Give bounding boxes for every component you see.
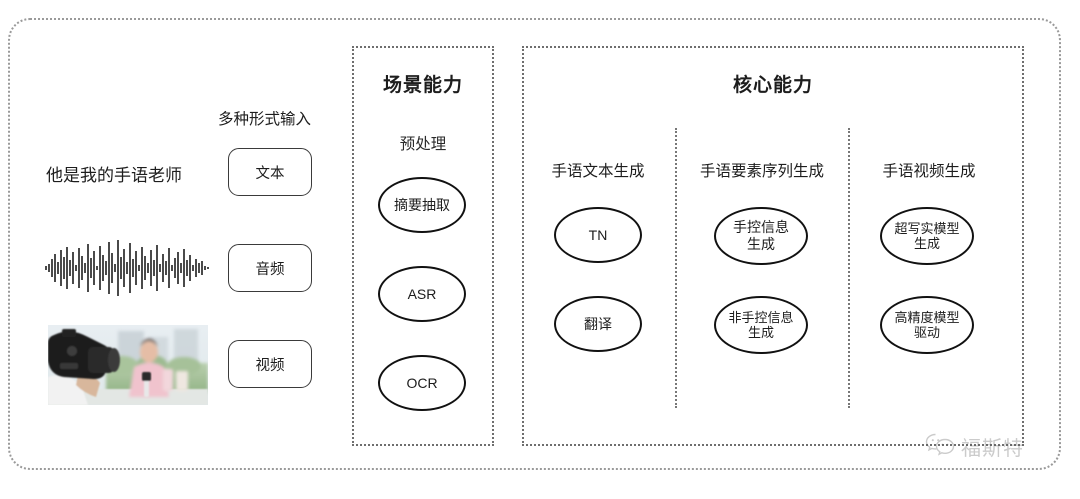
core-column-heading-text-generation: 手语文本生成	[551, 163, 645, 180]
input-mode-text[interactable]: 文本	[228, 148, 312, 196]
core-column-divider-1	[675, 128, 677, 408]
core-column-heading-video-generation: 手语视频生成	[882, 163, 976, 180]
core-node-manual-info-generation[interactable]: 手控信息 生成	[714, 207, 808, 265]
core-node-tn[interactable]: TN	[554, 207, 642, 263]
watermark-text: 福斯特	[961, 436, 1024, 460]
core-node-high-precision-model-driving-label: 高精度模型 驱动	[894, 309, 960, 340]
core-capability-panel: 核心能力	[522, 46, 1024, 446]
input-mode-audio[interactable]: 音频	[228, 244, 312, 292]
core-column-divider-2	[848, 128, 850, 408]
sample-text: 他是我的手语老师	[46, 166, 182, 185]
core-node-translation[interactable]: 翻译	[554, 296, 642, 352]
scene-node-asr-label: ASR	[407, 285, 437, 302]
scene-node-summary-extraction[interactable]: 摘要抽取	[378, 177, 466, 233]
core-node-high-precision-model-driving[interactable]: 高精度模型 驱动	[880, 296, 974, 354]
outer-frame	[8, 18, 1061, 470]
video-thumbnail	[48, 325, 208, 405]
core-node-manual-info-generation-label: 手控信息 生成	[733, 219, 789, 252]
scene-panel-subtitle: 预处理	[399, 136, 447, 153]
input-mode-video[interactable]: 视频	[228, 340, 312, 388]
scene-node-summary-extraction-label: 摘要抽取	[394, 196, 450, 213]
core-node-tn-label: TN	[588, 226, 608, 243]
scene-panel-title: 场景能力	[382, 75, 463, 96]
scene-node-asr[interactable]: ASR	[378, 266, 466, 322]
core-panel-title: 核心能力	[732, 75, 813, 96]
scene-node-ocr-label: OCR	[406, 374, 438, 391]
wechat-icon	[925, 432, 955, 461]
core-node-hyperrealistic-model-generation-label: 超写实模型 生成	[894, 220, 960, 251]
watermark: 福斯特	[925, 432, 1024, 461]
core-node-hyperrealistic-model-generation[interactable]: 超写实模型 生成	[880, 207, 974, 265]
scene-node-ocr[interactable]: OCR	[378, 355, 466, 411]
core-column-heading-element-sequence: 手语要素序列生成	[699, 163, 824, 180]
core-node-non-manual-info-generation-label: 非手控信息 生成	[728, 309, 794, 340]
scene-capability-panel: 场景能力 预处理	[352, 46, 494, 446]
input-section-caption: 多种形式输入	[218, 111, 312, 128]
core-node-non-manual-info-generation[interactable]: 非手控信息 生成	[714, 296, 808, 354]
core-node-translation-label: 翻译	[584, 315, 612, 332]
audio-waveform-icon	[44, 238, 212, 298]
